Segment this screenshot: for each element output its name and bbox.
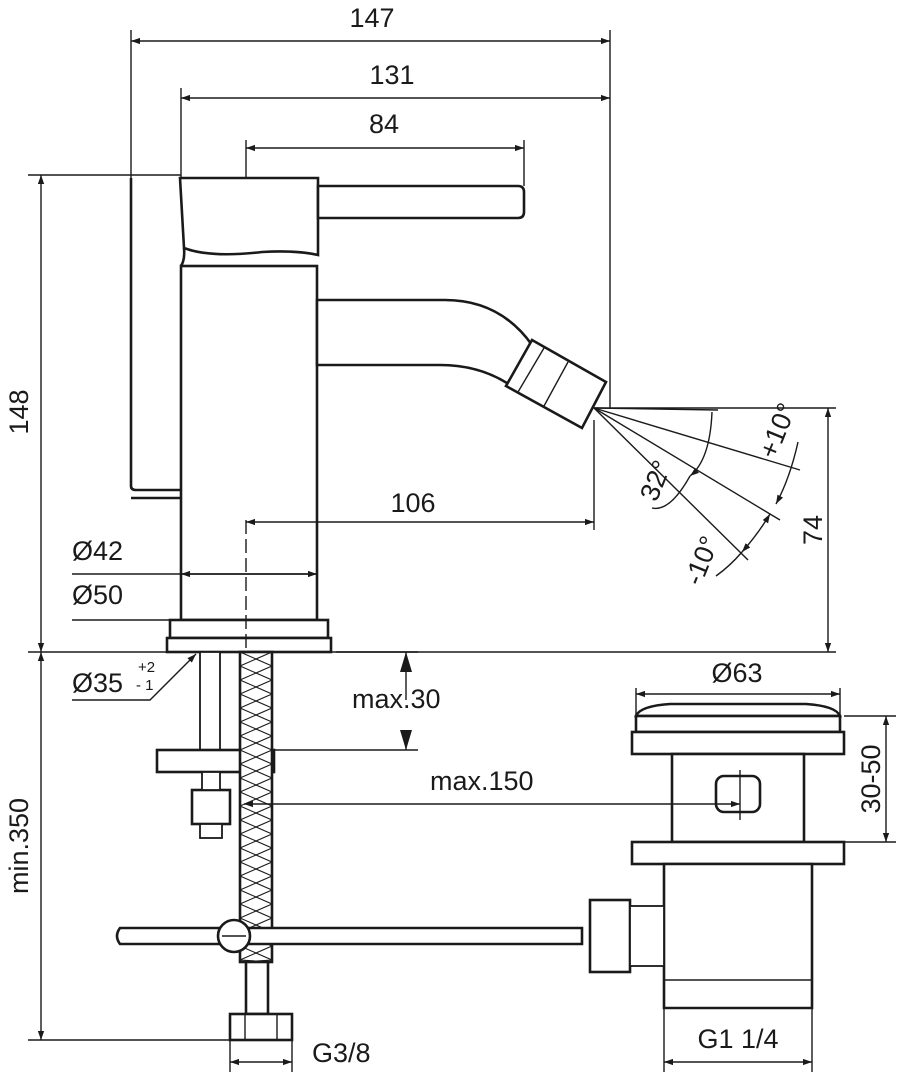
label-147: 147: [349, 3, 394, 33]
label-tol-minus: - 1: [136, 677, 154, 694]
label-32deg: 32°: [634, 456, 677, 505]
lever-arm: [316, 184, 526, 220]
waste-lower-flange: [630, 840, 846, 866]
label-min350: min.350: [4, 798, 34, 894]
hose-nut: [228, 1012, 294, 1042]
lever-head: [178, 176, 320, 257]
hose-braid: [239, 651, 273, 963]
waste-slot: [714, 774, 762, 814]
label-74: 74: [798, 515, 828, 545]
label-max150: max.150: [430, 766, 534, 796]
dimension-labels: 147 131 84 148 106 Ø42 Ø50 Ø35 +2 - 1 ma…: [4, 3, 886, 1068]
waste-body-upper: [670, 752, 806, 844]
dim-arc-plus10: [775, 441, 799, 505]
nozzle-ring: [517, 347, 545, 393]
label-g114: G1 1/4: [697, 1024, 778, 1054]
faucet-body: [129, 176, 608, 654]
threaded-shank: [199, 651, 221, 751]
waste-side-body: [629, 905, 665, 967]
label-minus10: -10°: [678, 532, 724, 589]
label-84: 84: [369, 109, 399, 139]
dim-arc-minus10: [741, 513, 771, 553]
base-flange: [168, 618, 330, 640]
lever-neck: [179, 247, 186, 267]
mounting-washer: [201, 771, 221, 791]
label-131: 131: [369, 60, 414, 90]
label-106: 106: [390, 488, 435, 518]
waste-cap: [634, 702, 842, 718]
nozzle-ring-2: [543, 361, 569, 407]
label-tol-plus: +2: [138, 659, 155, 676]
label-dia50: Ø50: [72, 580, 123, 610]
waste-flange: [634, 714, 842, 734]
body-cylinder: [179, 264, 319, 622]
mounting-nut: [190, 788, 232, 826]
label-148: 148: [4, 389, 34, 434]
waste-ring: [630, 730, 846, 756]
label-max30: max.30: [352, 684, 441, 714]
mounting-stud: [199, 823, 223, 839]
waste-side-nut: [588, 898, 632, 974]
dim-arc-32: [689, 411, 713, 477]
label-dia35: Ø35: [72, 668, 123, 698]
hose-fitting: [244, 960, 270, 1016]
label-g38: G3/8: [312, 1038, 371, 1068]
spout: [315, 298, 534, 387]
label-dia63: Ø63: [711, 658, 762, 688]
base-plate: [165, 636, 333, 654]
dimension-lines: [28, 30, 896, 1072]
mounting-assembly: [115, 650, 584, 1042]
label-dia42: Ø42: [72, 536, 123, 566]
popup-linkage-rod: [115, 926, 584, 946]
waste-fitting: [588, 702, 846, 1010]
label-30-50: 30-50: [856, 744, 886, 813]
popup-rod: [129, 178, 181, 492]
waste-body-lower: [662, 862, 814, 1010]
dim-line-dia35: [72, 653, 197, 701]
